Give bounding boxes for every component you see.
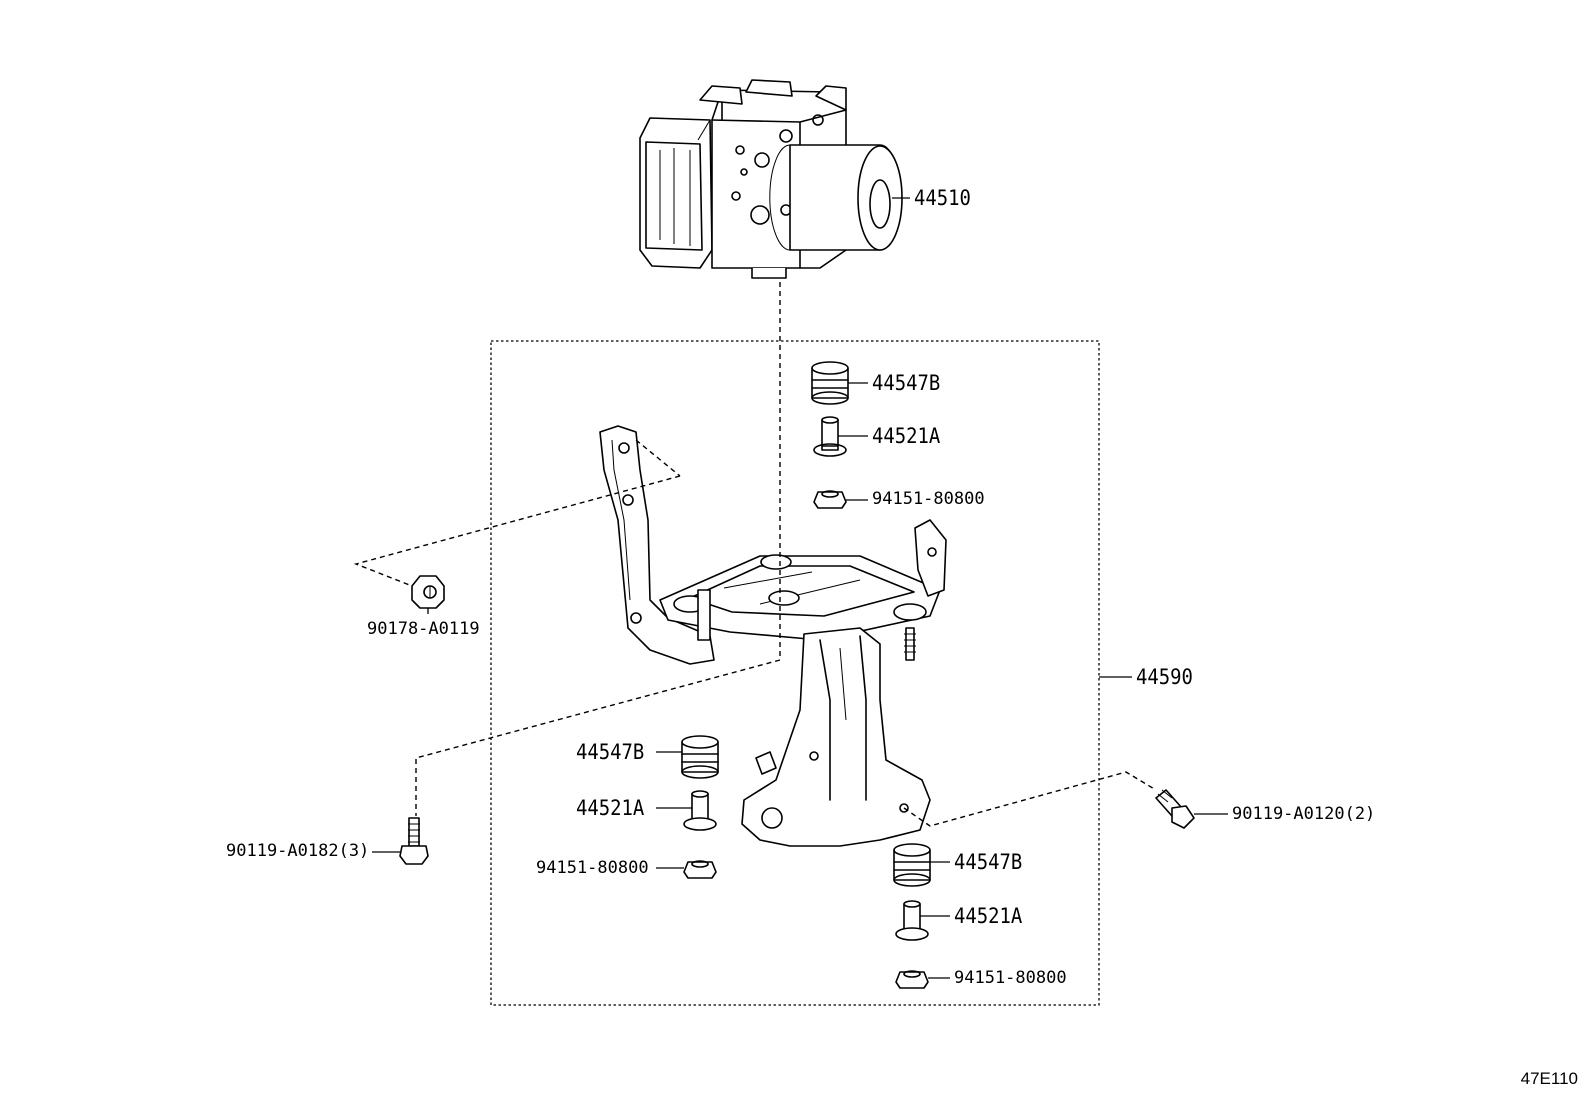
label-44510: 44510 — [914, 186, 971, 210]
cushion-left-part — [681, 735, 719, 779]
leader-lines — [372, 197, 1228, 979]
cushion-bottom-part — [893, 843, 931, 887]
label-44521a-bottom: 44521A — [954, 904, 1023, 928]
nut-bottom-part — [895, 970, 929, 989]
abs-actuator — [639, 79, 903, 279]
label-44521a-top: 44521A — [872, 424, 941, 448]
label-44547b-left: 44547B — [576, 740, 645, 764]
bolt-right-part — [1155, 789, 1195, 829]
connection-lines — [353, 282, 1157, 827]
label-90119-a0120: 90119-A0120(2) — [1232, 804, 1376, 824]
bracket-assembly-boundary — [490, 340, 1100, 1006]
flange-nut-part — [411, 575, 445, 609]
diagram-code: 47E110 — [1520, 1069, 1578, 1088]
collar-left-part — [683, 790, 717, 831]
label-44521a-left: 44521A — [576, 796, 645, 820]
label-94151-80800-bottom: 94151-80800 — [954, 968, 1067, 988]
actuator-bracket — [599, 425, 947, 847]
collar-bottom-part — [895, 900, 929, 941]
bolt-left-part — [399, 817, 429, 865]
label-44547b-bottom: 44547B — [954, 850, 1023, 874]
label-44590: 44590 — [1136, 665, 1193, 689]
label-90119-a0182: 90119-A0182(3) — [226, 841, 370, 861]
label-90178-a0119: 90178-A0119 — [367, 619, 480, 639]
label-44547b-top: 44547B — [872, 371, 941, 395]
nut-top-part — [813, 490, 847, 509]
label-94151-80800-top: 94151-80800 — [872, 489, 985, 509]
label-94151-80800-left: 94151-80800 — [536, 858, 649, 878]
collar-top-part — [813, 416, 847, 457]
nut-left-part — [683, 860, 717, 879]
cushion-top-part — [811, 361, 849, 405]
